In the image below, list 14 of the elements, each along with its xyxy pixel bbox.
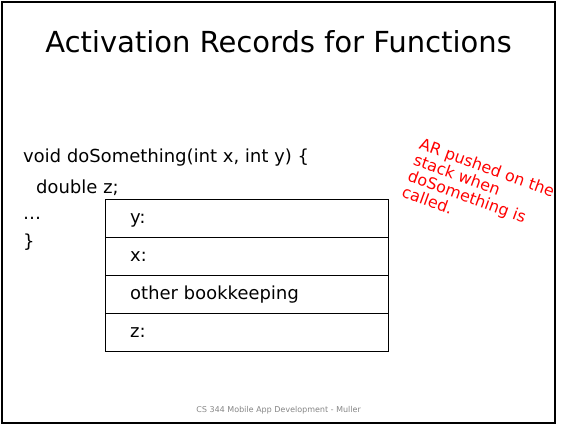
- code-line: void doSomething(int x, int y) {: [23, 146, 309, 167]
- stack-frame-slot: [105, 199, 389, 238]
- slide-title: Activation Records for Functions: [44, 25, 513, 59]
- slot-label: y:: [130, 207, 146, 228]
- slot-label: other bookkeeping: [130, 283, 299, 304]
- code-line: }: [23, 231, 34, 252]
- stack-frame-slot: [105, 313, 389, 352]
- stack-frame-slot: [105, 275, 389, 314]
- stack-frame-slot: [105, 237, 389, 276]
- slide-footer: CS 344 Mobile App Development - Muller: [3, 405, 554, 414]
- slot-label: z:: [130, 321, 146, 342]
- code-line: double z;: [36, 177, 119, 198]
- slot-label: x:: [130, 245, 147, 266]
- code-line: …: [23, 203, 41, 224]
